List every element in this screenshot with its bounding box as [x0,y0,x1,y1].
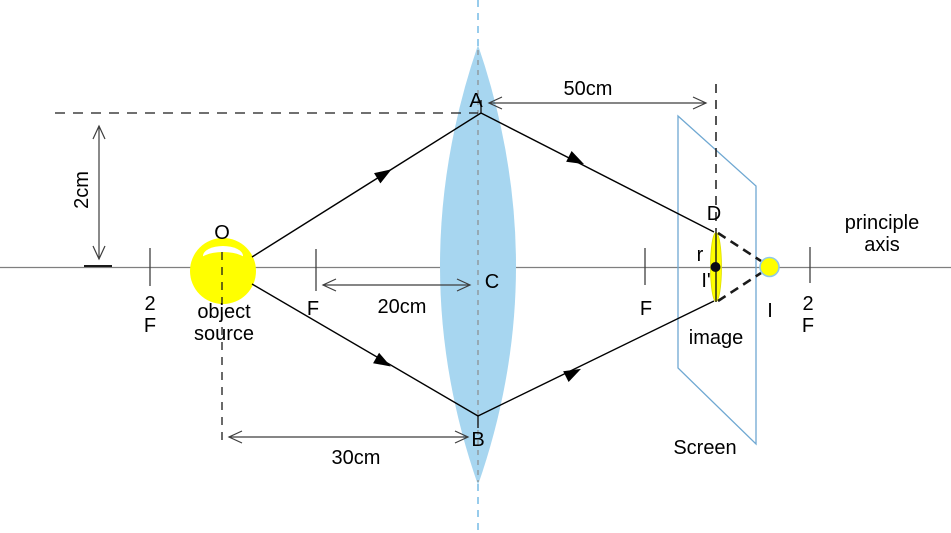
ray-direction-arrow [566,151,585,165]
ray-direction-arrow [563,368,582,382]
label-2f-right-line1: 2 [802,293,813,315]
caption-principal-axis-line1: principle [845,212,919,234]
point-i-circle [759,256,780,278]
ray-a-to-image [480,112,715,233]
arrowhead-left [487,96,503,110]
arrowhead-left [227,430,243,444]
ray-object-to-a [251,112,482,258]
label-point-r: r [697,244,704,266]
arrowhead-left [321,278,337,292]
label-point-a: A [469,90,483,112]
arrowhead-right [692,96,708,110]
label-point-c: C [485,271,499,293]
label-2f-left-line2: F [144,315,156,337]
extension-dashed-lower [717,271,762,303]
arrowhead-right [454,430,470,444]
label-f-left: F [307,298,319,320]
image-point-dot [710,262,721,272]
ray-b-to-image [477,300,715,417]
label-20cm: 20cm [378,296,427,318]
caption-object-line2: source [194,323,254,345]
arrowhead-up [92,124,106,140]
extension-dashed-upper [717,231,762,263]
label-2f-left-line1: 2 [144,293,155,315]
object-highlight-mask [197,252,249,276]
caption-object-line1: object [197,301,251,323]
label-point-o: O [214,222,230,244]
label-50cm: 50cm [564,78,613,100]
caption-screen: Screen [673,437,736,459]
label-point-i: I [767,300,773,322]
label-point-i-prime: I' [701,270,710,292]
label-2cm: 2cm [71,171,93,209]
label-f-right: F [640,298,652,320]
ray-direction-arrow [373,352,391,367]
label-point-b: B [471,429,484,451]
ray-direction-arrow [374,169,392,184]
ray-object-to-b [251,283,479,417]
screen-panel [677,114,757,446]
arrowhead-down [92,245,106,261]
label-point-d: D [707,203,721,225]
label-2f-right-line2: F [802,315,814,337]
arrowhead-right [456,278,472,292]
label-30cm: 30cm [332,447,381,469]
caption-image: image [689,327,743,349]
caption-principal-axis-line2: axis [864,234,900,256]
